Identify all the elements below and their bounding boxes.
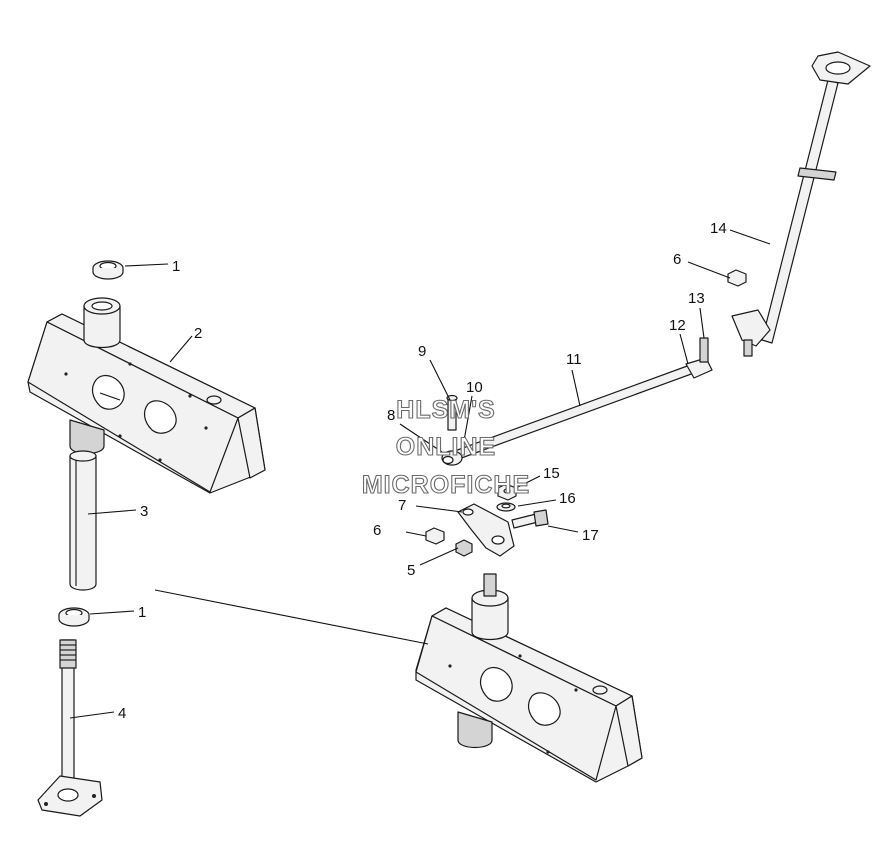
callout-6-right: 6 xyxy=(673,251,681,268)
steering-column xyxy=(731,51,871,357)
callouts: 1 2 3 1 4 9 10 8 11 12 13 6 14 7 6 5 15 … xyxy=(118,220,727,722)
nut-6-left xyxy=(425,527,445,545)
callout-17: 17 xyxy=(582,527,599,544)
callout-8: 8 xyxy=(387,407,395,424)
watermark-line-3: MICROFICHE xyxy=(362,471,530,499)
callout-9: 9 xyxy=(418,343,426,360)
nut-5 xyxy=(455,539,473,557)
washer-16 xyxy=(496,502,516,512)
steering-arm xyxy=(457,503,515,557)
callout-15: 15 xyxy=(543,465,560,482)
callout-13: 13 xyxy=(688,290,705,307)
watermark: HLSM'S ONLINE MICROFICHE xyxy=(361,395,530,499)
callout-1-bottom: 1 xyxy=(138,604,146,621)
callout-2: 2 xyxy=(194,325,202,342)
callout-12: 12 xyxy=(669,317,686,334)
callout-3: 3 xyxy=(140,503,148,520)
watermark-line-1: HLSM'S xyxy=(396,396,495,424)
callout-11: 11 xyxy=(566,351,582,368)
callout-16: 16 xyxy=(559,490,576,507)
callout-14: 14 xyxy=(710,220,727,237)
callout-4: 4 xyxy=(118,705,126,722)
washer-top xyxy=(92,260,124,280)
leader-lines xyxy=(69,229,771,719)
washer-bottom xyxy=(58,607,90,627)
callout-1-top: 1 xyxy=(172,258,180,275)
callout-5: 5 xyxy=(407,562,415,579)
callout-10: 10 xyxy=(466,379,483,396)
nut-6-right xyxy=(727,269,747,287)
bolt-9 xyxy=(446,394,458,431)
tie-rod xyxy=(441,337,713,466)
callout-7: 7 xyxy=(398,497,406,514)
steering-spindle xyxy=(37,639,103,817)
callout-6-left: 6 xyxy=(373,522,381,539)
axle-bracket-upper xyxy=(27,297,266,494)
nut-15 xyxy=(497,483,517,501)
spindle-tube xyxy=(69,450,97,591)
bolt-17 xyxy=(511,509,549,529)
watermark-line-2: ONLINE xyxy=(396,433,496,461)
axle-bracket-lower xyxy=(415,573,643,783)
